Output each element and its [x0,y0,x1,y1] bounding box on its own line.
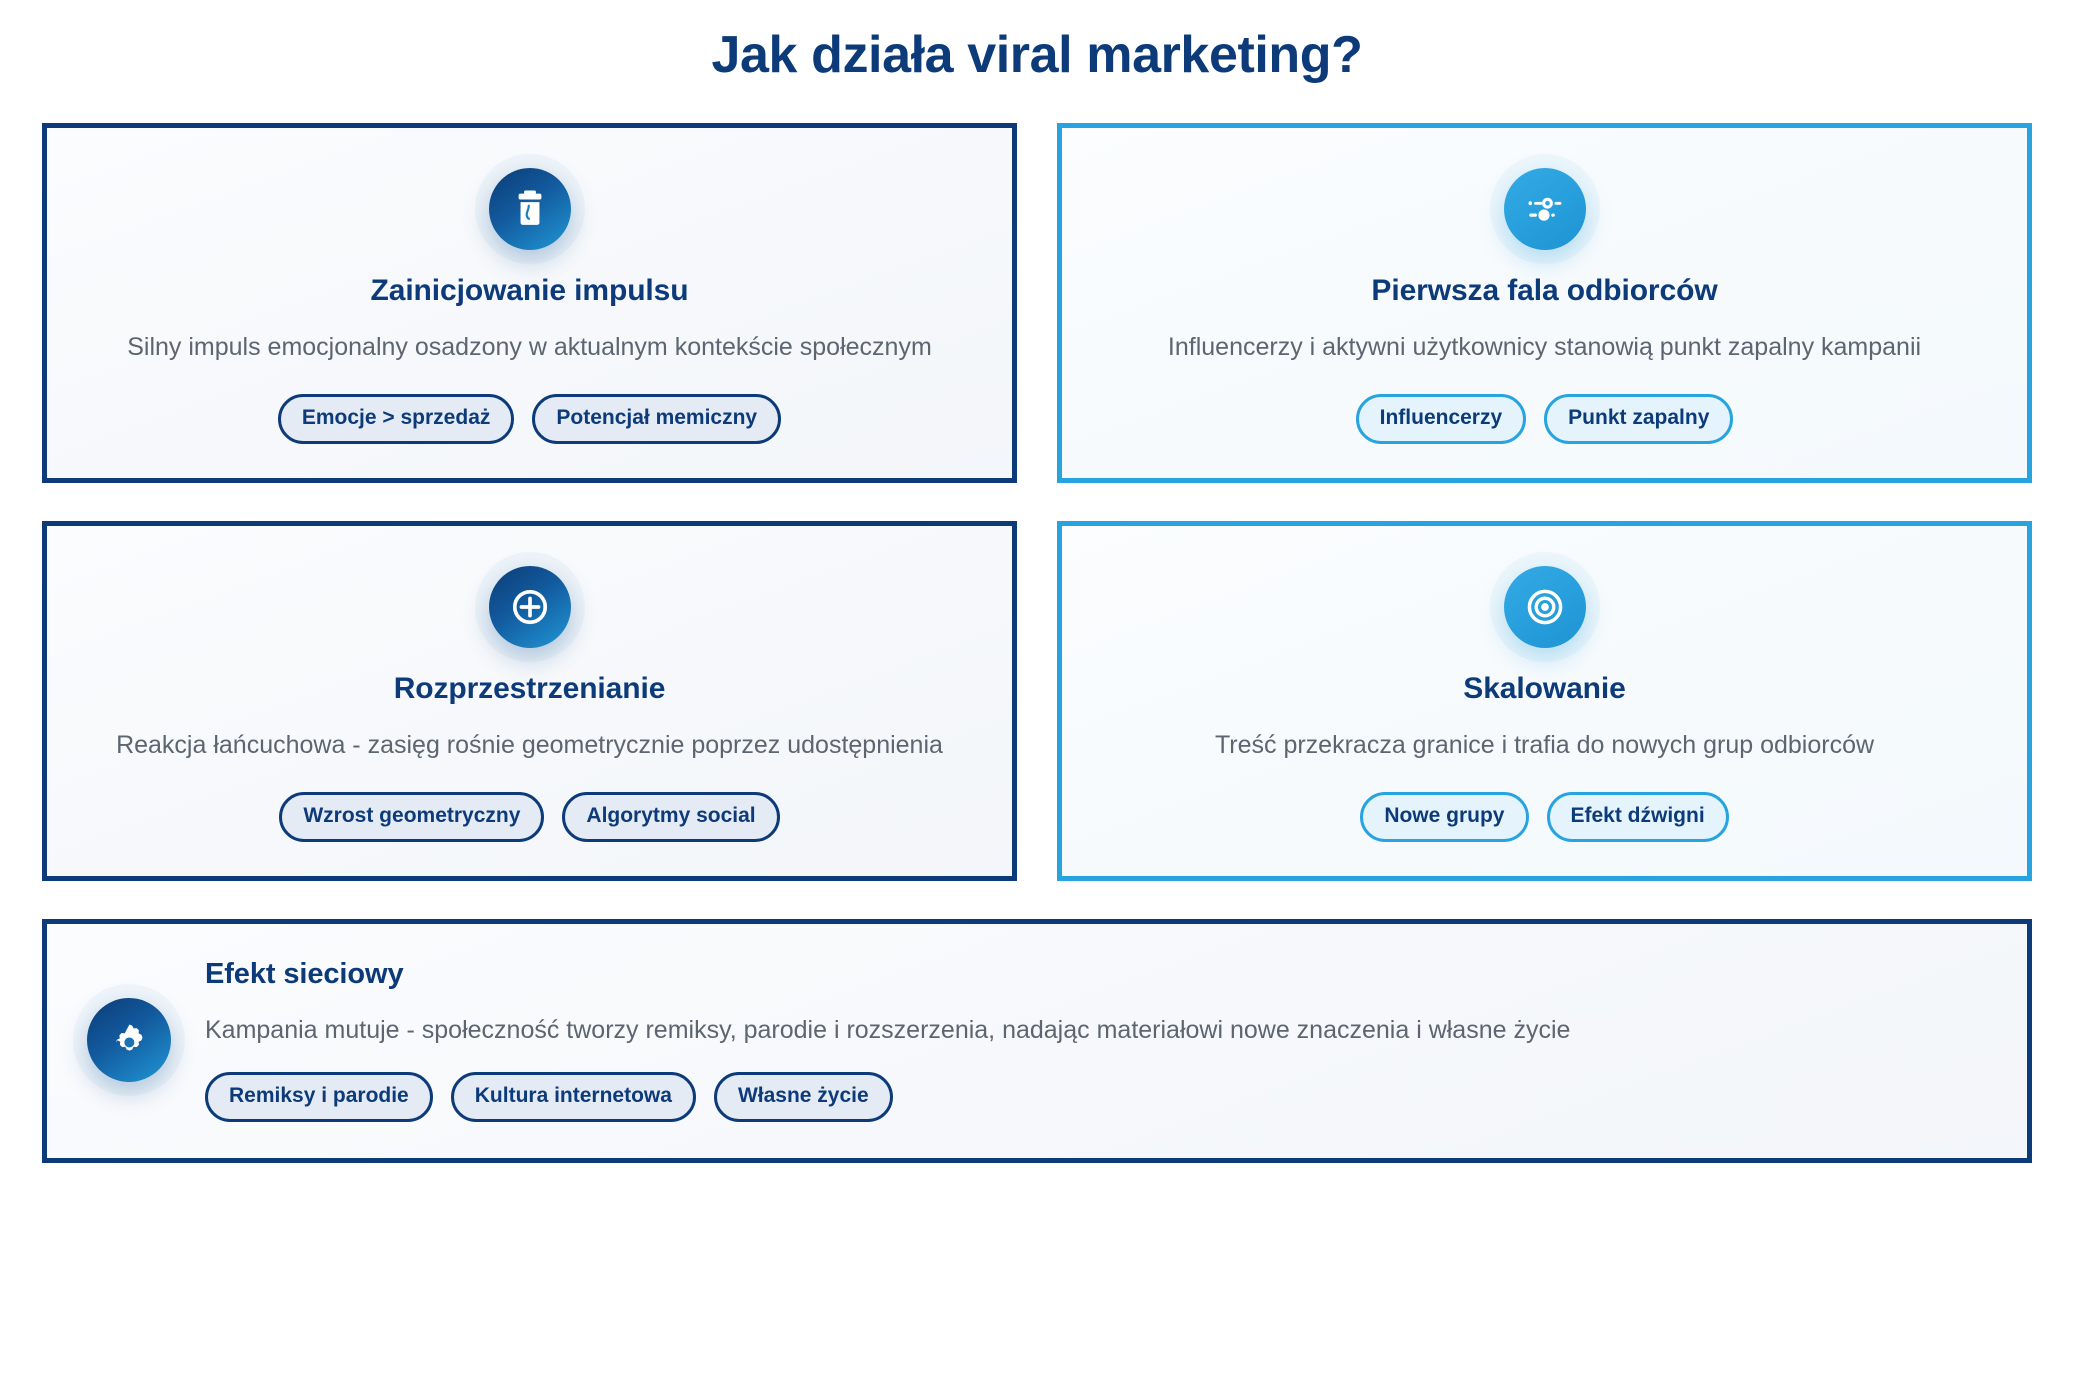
pill-tag[interactable]: Influencerzy [1355,393,1527,445]
card-description: Silny impuls emocjonalny osadzony w aktu… [127,333,932,362]
pill-row: Influencerzy Punkt zapalny [1355,393,1734,445]
card-description: Reakcja łańcuchowa - zasięg rośnie geome… [116,731,943,760]
card-efekt-sieciowy[interactable]: Efekt sieciowy Kampania mutuje - społecz… [42,918,2032,1164]
card-skalowanie[interactable]: Skalowanie Treść przekracza granice i tr… [1057,521,2032,881]
pill-tag[interactable]: Punkt zapalny [1544,393,1734,445]
card-title: Pierwsza fala odbiorców [1371,274,1718,308]
card-grid: Zainicjowanie impulsu Silny impuls emocj… [42,123,2032,881]
card-title: Rozprzestrzenianie [393,672,666,706]
pill-tag[interactable]: Wzrost geometryczny [279,791,545,842]
card-description: Kampania mutuje - społeczność tworzy rem… [205,1015,1571,1044]
sliders-icon [1503,168,1586,251]
pill-tag[interactable]: Algorytmy social [562,791,780,842]
pill-row: Nowe grupy Efekt dźwigni [1360,791,1729,842]
card-description: Treść przekracza granice i trafia do now… [1214,731,1875,760]
page-title: Jak działa viral marketing? [711,26,1363,84]
pill-tag[interactable]: Nowe grupy [1360,791,1529,842]
card-title: Skalowanie [1463,672,1626,706]
pill-tag[interactable]: Kultura internetowa [450,1072,696,1123]
card-title: Zainicjowanie impulsu [370,274,689,308]
card-pierwsza-fala-odbiorcow[interactable]: Pierwsza fala odbiorców Influencerzy i a… [1057,123,2032,484]
trash-bin-icon [488,168,571,251]
card-rozprzestrzenianie[interactable]: Rozprzestrzenianie Reakcja łańcuchowa - … [42,521,1017,881]
plus-circle-icon [488,566,571,649]
pill-tag[interactable]: Własne życie [713,1072,893,1123]
pill-row: Wzrost geometryczny Algorytmy social [279,791,780,842]
pill-tag[interactable]: Efekt dźwigni [1546,791,1729,842]
pill-tag[interactable]: Remiksy i parodie [205,1072,433,1123]
card-zainicjowanie-impulsu[interactable]: Zainicjowanie impulsu Silny impuls emocj… [42,123,1017,484]
target-icon [1503,566,1586,649]
card-title: Efekt sieciowy [205,957,404,990]
gear-icon [87,998,171,1083]
pill-row: Emocje > sprzedaż Potencjał memiczny [277,393,782,445]
wide-card-body: Efekt sieciowy Kampania mutuje - społecz… [205,958,1987,1123]
pill-tag[interactable]: Potencjał memiczny [532,393,782,445]
pill-tag[interactable]: Emocje > sprzedaż [277,393,515,445]
card-description: Influencerzy i aktywni użytkownicy stano… [1167,333,1922,362]
pill-row: Remiksy i parodie Kultura internetowa Wł… [205,1072,893,1123]
